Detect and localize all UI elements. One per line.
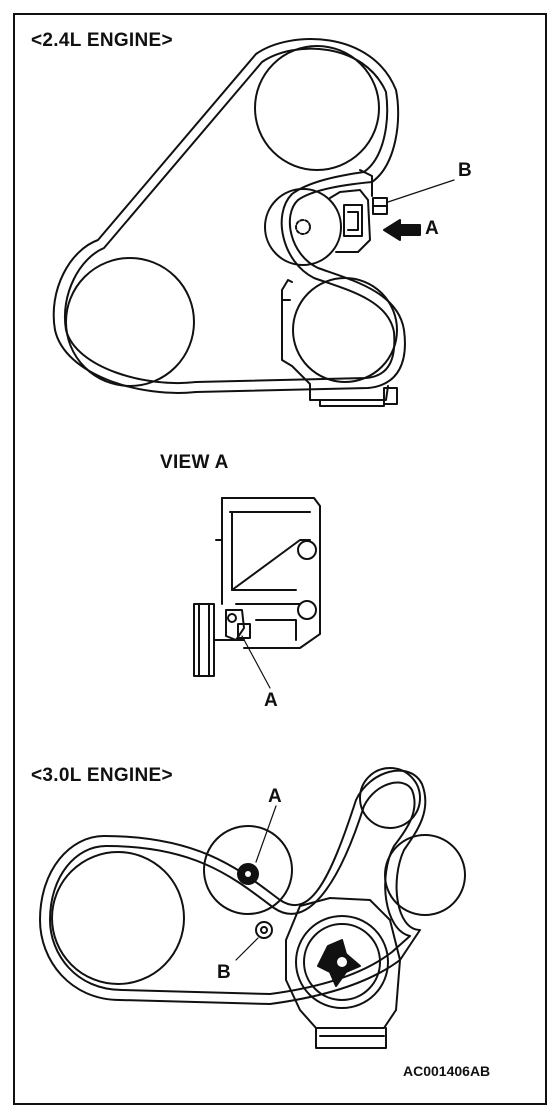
view-a-upper-hole [298, 541, 316, 559]
engine-30-leader-b [236, 938, 258, 960]
engine-30-crankshaft-pulley [52, 852, 184, 984]
view-a-leader-a [242, 636, 270, 688]
view-a-callout-a: A [264, 690, 278, 711]
engine-24-callout-a: A [425, 218, 439, 239]
engine-24-callout-b: B [458, 160, 472, 181]
engine-24-upper-pulley [255, 46, 379, 170]
engine-30-lower-pulley-housing [286, 898, 400, 1048]
engine-30-title: <3.0L ENGINE> [31, 765, 173, 786]
engine-24-leader-b [388, 180, 454, 202]
engine-30-right-pulley [385, 835, 465, 915]
engine-30-tensioner-pulley [204, 826, 292, 914]
engine-30-callout-b: B [217, 962, 231, 983]
view-a-tensioner-pulley-edge [194, 604, 244, 676]
view-a-title: VIEW A [160, 452, 229, 473]
engine-30-drive-belt [40, 771, 425, 1004]
engine-30-bolt-b [256, 922, 272, 938]
engine-24-lower-pulley [293, 278, 397, 382]
engine-24-crankshaft-pulley [66, 258, 194, 386]
engine-24-bolt-b [373, 198, 387, 214]
engine-24-tensioner-bracket [330, 170, 372, 252]
engine-24-drive-belt [54, 39, 405, 393]
view-a-bolt [226, 610, 250, 640]
view-a-bracket [216, 498, 320, 648]
engine-30-upper-right-pulley [360, 768, 420, 828]
view-a-lower-hole [298, 601, 316, 619]
engine-30-lower-pulley-hub [318, 940, 360, 986]
engine-24-arrow-a [384, 220, 420, 240]
engine-30-leader-a [256, 806, 276, 862]
diagram-frame [13, 13, 547, 1105]
engine-24-lower-bolt [384, 388, 397, 404]
figure-code: AC001406AB [403, 1063, 491, 1079]
engine-30-callout-a: A [268, 786, 282, 807]
engine-24-tensioner-pulley [265, 189, 341, 265]
engine-24-title: <2.4L ENGINE> [31, 30, 173, 51]
